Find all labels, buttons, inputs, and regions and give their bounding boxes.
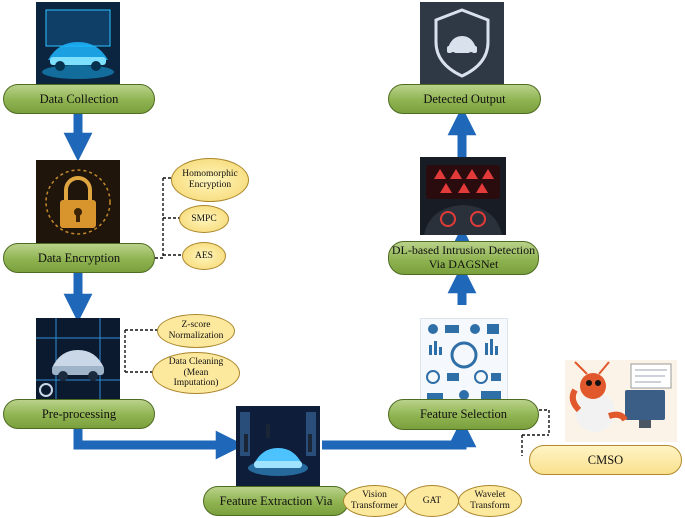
smpc-cloud: SMPC: [179, 205, 229, 233]
aes-cloud: AES: [182, 242, 226, 270]
gat-ellipse: GAT: [405, 485, 459, 517]
car-circuit-image: [36, 318, 120, 400]
pre-processing-stage: Pre-processing: [3, 399, 155, 429]
cmso-stage: CMSO: [529, 445, 682, 475]
data-encryption-stage: Data Encryption: [3, 243, 155, 273]
data-collection-stage: Data Collection: [3, 84, 155, 114]
shield-car-image: [420, 2, 504, 84]
feature-selection-stage: Feature Selection: [388, 399, 539, 430]
holographic-car-image: [236, 406, 320, 486]
intrusion-detection-stage: DL-based Intrusion Detection Via DAGSNet: [388, 241, 539, 275]
detected-output-stage: Detected Output: [388, 84, 541, 114]
wavelet-transform-ellipse: Wavelet Transform: [458, 485, 522, 517]
dashed-connectors: [124, 177, 550, 456]
z-score-normalization-ellipse: Z-score Normalization: [157, 314, 235, 348]
arrow-extraction-to-selection: [322, 418, 477, 450]
padlock-image: [36, 160, 120, 244]
dashboard-alerts-image: [420, 157, 506, 235]
analytics-icons-image: [420, 318, 508, 406]
feature-extraction-stage: Feature Extraction Via: [203, 486, 349, 516]
vision-transformer-ellipse: Vision Transformer: [343, 485, 406, 517]
arrow-preprocessing-to-extraction: [73, 425, 245, 460]
homomorphic-encryption-cloud: Homomorphic Encryption: [171, 158, 249, 202]
data-cleaning-ellipse: Data Cleaning (Mean Imputation): [152, 352, 240, 394]
lobster-scientist-image: [565, 360, 677, 442]
car-scan-image: [36, 2, 120, 84]
